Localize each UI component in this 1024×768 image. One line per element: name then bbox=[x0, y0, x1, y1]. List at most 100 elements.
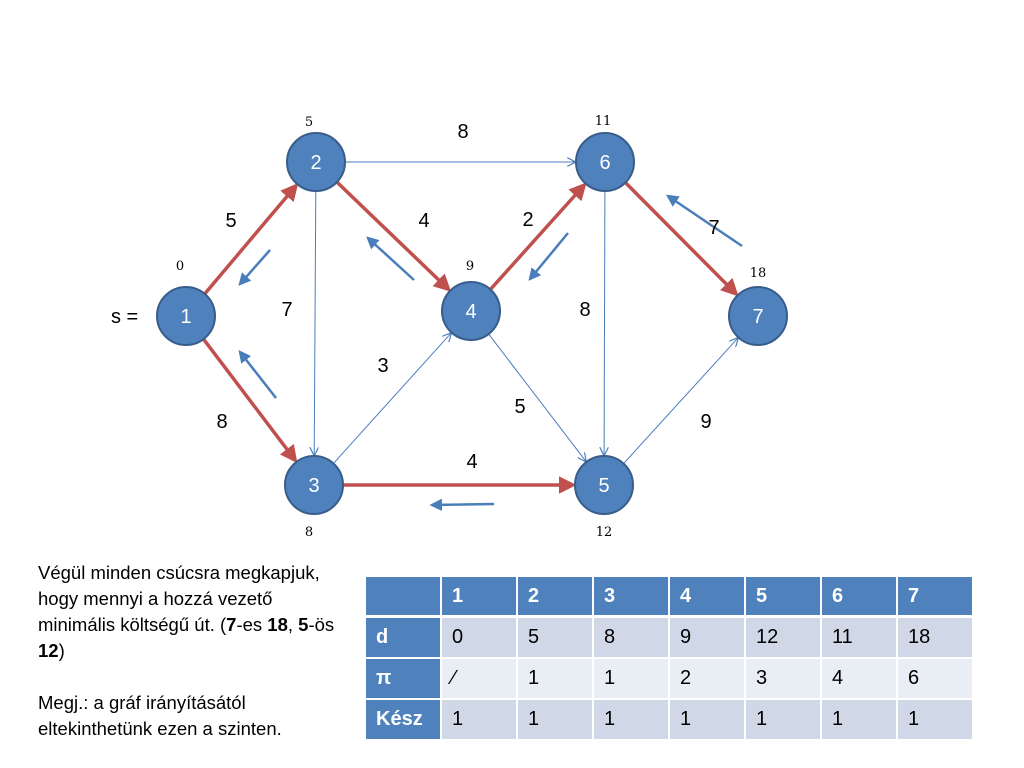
edge-6-7 bbox=[623, 180, 739, 297]
node-label: 1 bbox=[180, 306, 191, 328]
node-label: 7 bbox=[752, 306, 763, 328]
edge-weight-label: 2 bbox=[522, 209, 533, 231]
edge-weight-label: 9 bbox=[700, 411, 711, 433]
table-row-d: d 0 5 8 9 12 11 18 bbox=[366, 618, 974, 659]
table-header-cell: 2 bbox=[518, 577, 594, 618]
distance-label: 11 bbox=[595, 114, 612, 129]
node-5 bbox=[574, 455, 634, 515]
backtrack-arrow bbox=[238, 249, 271, 286]
edge-1-3 bbox=[201, 337, 298, 464]
result-table: 1 2 3 4 5 6 7 d 0 5 8 9 12 11 18 π ⁄ 1 1… bbox=[366, 577, 974, 741]
table-cell: 3 bbox=[746, 659, 822, 700]
edge-2-4 bbox=[334, 180, 452, 292]
explanation-text-part: , bbox=[287, 614, 299, 635]
edge-weight-label: 7 bbox=[281, 299, 292, 321]
backtrack-arrow bbox=[238, 350, 277, 399]
table-cell: 0 bbox=[442, 618, 518, 659]
edge-5-7 bbox=[622, 338, 738, 465]
distance-label: 8 bbox=[305, 525, 313, 540]
distance-label: 18 bbox=[750, 266, 767, 281]
explanation-paragraph-1: Végül minden csúcsra megkapjuk, hogy men… bbox=[38, 560, 338, 664]
edge-weight-label: 4 bbox=[418, 210, 429, 232]
backtrack-arrow-layer bbox=[238, 194, 743, 512]
table-cell: 1 bbox=[594, 659, 670, 700]
distance-label: 0 bbox=[176, 259, 184, 274]
edge-weight-label: 8 bbox=[216, 411, 227, 433]
table-cell: 1 bbox=[442, 700, 518, 741]
table-cell: 2 bbox=[670, 659, 746, 700]
explanation-bold-value: 12 bbox=[38, 640, 59, 661]
edge-weight-label: 5 bbox=[514, 396, 525, 418]
edge-weight-label: 8 bbox=[457, 121, 468, 143]
explanation-text-part: Végül minden csúcsra megkapjuk, hogy men… bbox=[38, 562, 320, 635]
explanation-bold-node: 7 bbox=[226, 614, 237, 635]
node-2 bbox=[286, 132, 346, 192]
explanation-text-part: -ös bbox=[308, 614, 335, 635]
table-header-cell: 1 bbox=[442, 577, 518, 618]
explanation-bold-node: 5 bbox=[298, 614, 309, 635]
table-cell: 6 bbox=[898, 659, 974, 700]
node-label: 5 bbox=[598, 475, 609, 497]
edge-weight-label: 7 bbox=[708, 217, 719, 239]
node-6 bbox=[575, 132, 635, 192]
explanation-bold-value: 18 bbox=[267, 614, 288, 635]
backtrack-arrow bbox=[429, 498, 495, 512]
explanation-paragraph-2: Megj.: a gráf irányításától eltekinthetü… bbox=[38, 692, 282, 739]
node-label: 2 bbox=[310, 152, 321, 174]
table-header-cell: 6 bbox=[822, 577, 898, 618]
edge-6-5 bbox=[604, 189, 605, 455]
table-header-cell: 3 bbox=[594, 577, 670, 618]
table-cell: 1 bbox=[518, 659, 594, 700]
table-cell: 11 bbox=[822, 618, 898, 659]
node-label: 6 bbox=[599, 152, 610, 174]
edge-weight-label: 4 bbox=[466, 451, 477, 473]
table-cell: 1 bbox=[898, 700, 974, 741]
table-cell: ⁄ bbox=[442, 659, 518, 700]
table-cell: 1 bbox=[822, 700, 898, 741]
row-label-d: d bbox=[366, 618, 442, 659]
edge-2-3 bbox=[314, 189, 316, 455]
edge-weight-label: 5 bbox=[225, 210, 236, 232]
edge-4-6 bbox=[488, 182, 587, 292]
row-label-pi: π bbox=[366, 659, 442, 700]
node-1 bbox=[156, 286, 216, 346]
table-header-cell bbox=[366, 577, 442, 618]
table-header-row: 1 2 3 4 5 6 7 bbox=[366, 577, 974, 618]
node-7 bbox=[728, 286, 788, 346]
node-3 bbox=[284, 455, 344, 515]
table-cell: 9 bbox=[670, 618, 746, 659]
backtrack-arrow bbox=[528, 232, 569, 281]
node-4 bbox=[441, 281, 501, 341]
table-cell: 1 bbox=[670, 700, 746, 741]
table-header-cell: 7 bbox=[898, 577, 974, 618]
edge-weight-label: 3 bbox=[377, 355, 388, 377]
table-cell: 8 bbox=[594, 618, 670, 659]
explanation-text-part: ) bbox=[58, 640, 65, 661]
table-cell: 1 bbox=[594, 700, 670, 741]
backtrack-arrow bbox=[366, 236, 415, 281]
table-cell: 1 bbox=[518, 700, 594, 741]
table-header-cell: 5 bbox=[746, 577, 822, 618]
edge-4-5 bbox=[487, 332, 586, 461]
source-label: s = bbox=[111, 306, 138, 328]
table-cell: 4 bbox=[822, 659, 898, 700]
edge-3-4 bbox=[332, 333, 451, 465]
distance-label: 12 bbox=[596, 525, 613, 540]
table-header-cell: 4 bbox=[670, 577, 746, 618]
edge-1-2 bbox=[202, 183, 299, 296]
edge-layer bbox=[201, 162, 739, 494]
backtrack-arrow bbox=[665, 194, 743, 248]
edge-weight-label: 8 bbox=[579, 299, 590, 321]
table-cell: 5 bbox=[518, 618, 594, 659]
distance-label: 5 bbox=[305, 115, 313, 130]
table-row-pi: π ⁄ 1 1 2 3 4 6 bbox=[366, 659, 974, 700]
table-row-kesz: Kész 1 1 1 1 1 1 1 bbox=[366, 700, 974, 741]
explanation-text-part: -es bbox=[236, 614, 268, 635]
node-label: 3 bbox=[308, 475, 319, 497]
node-layer: 1 2 3 4 5 6 7 bbox=[156, 132, 788, 515]
node-label: 4 bbox=[465, 301, 476, 323]
explanation-text: Végül minden csúcsra megkapjuk, hogy men… bbox=[38, 560, 338, 742]
table-cell: 12 bbox=[746, 618, 822, 659]
